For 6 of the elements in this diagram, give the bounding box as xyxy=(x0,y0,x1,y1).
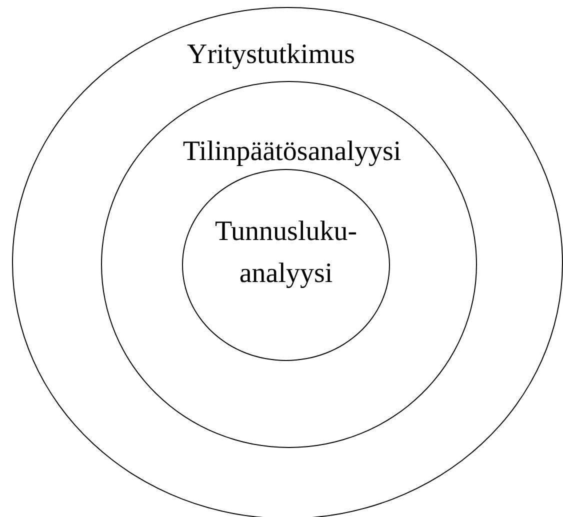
ellipse-label: Tilinpäätösanalyysi xyxy=(182,135,402,169)
ellipse xyxy=(12,7,563,517)
ellipse-label: Yritystutkimus xyxy=(186,38,356,72)
ellipse-label: Tunnusluku- analyysi xyxy=(214,215,358,291)
ellipse xyxy=(182,169,390,361)
ellipse xyxy=(101,81,477,448)
